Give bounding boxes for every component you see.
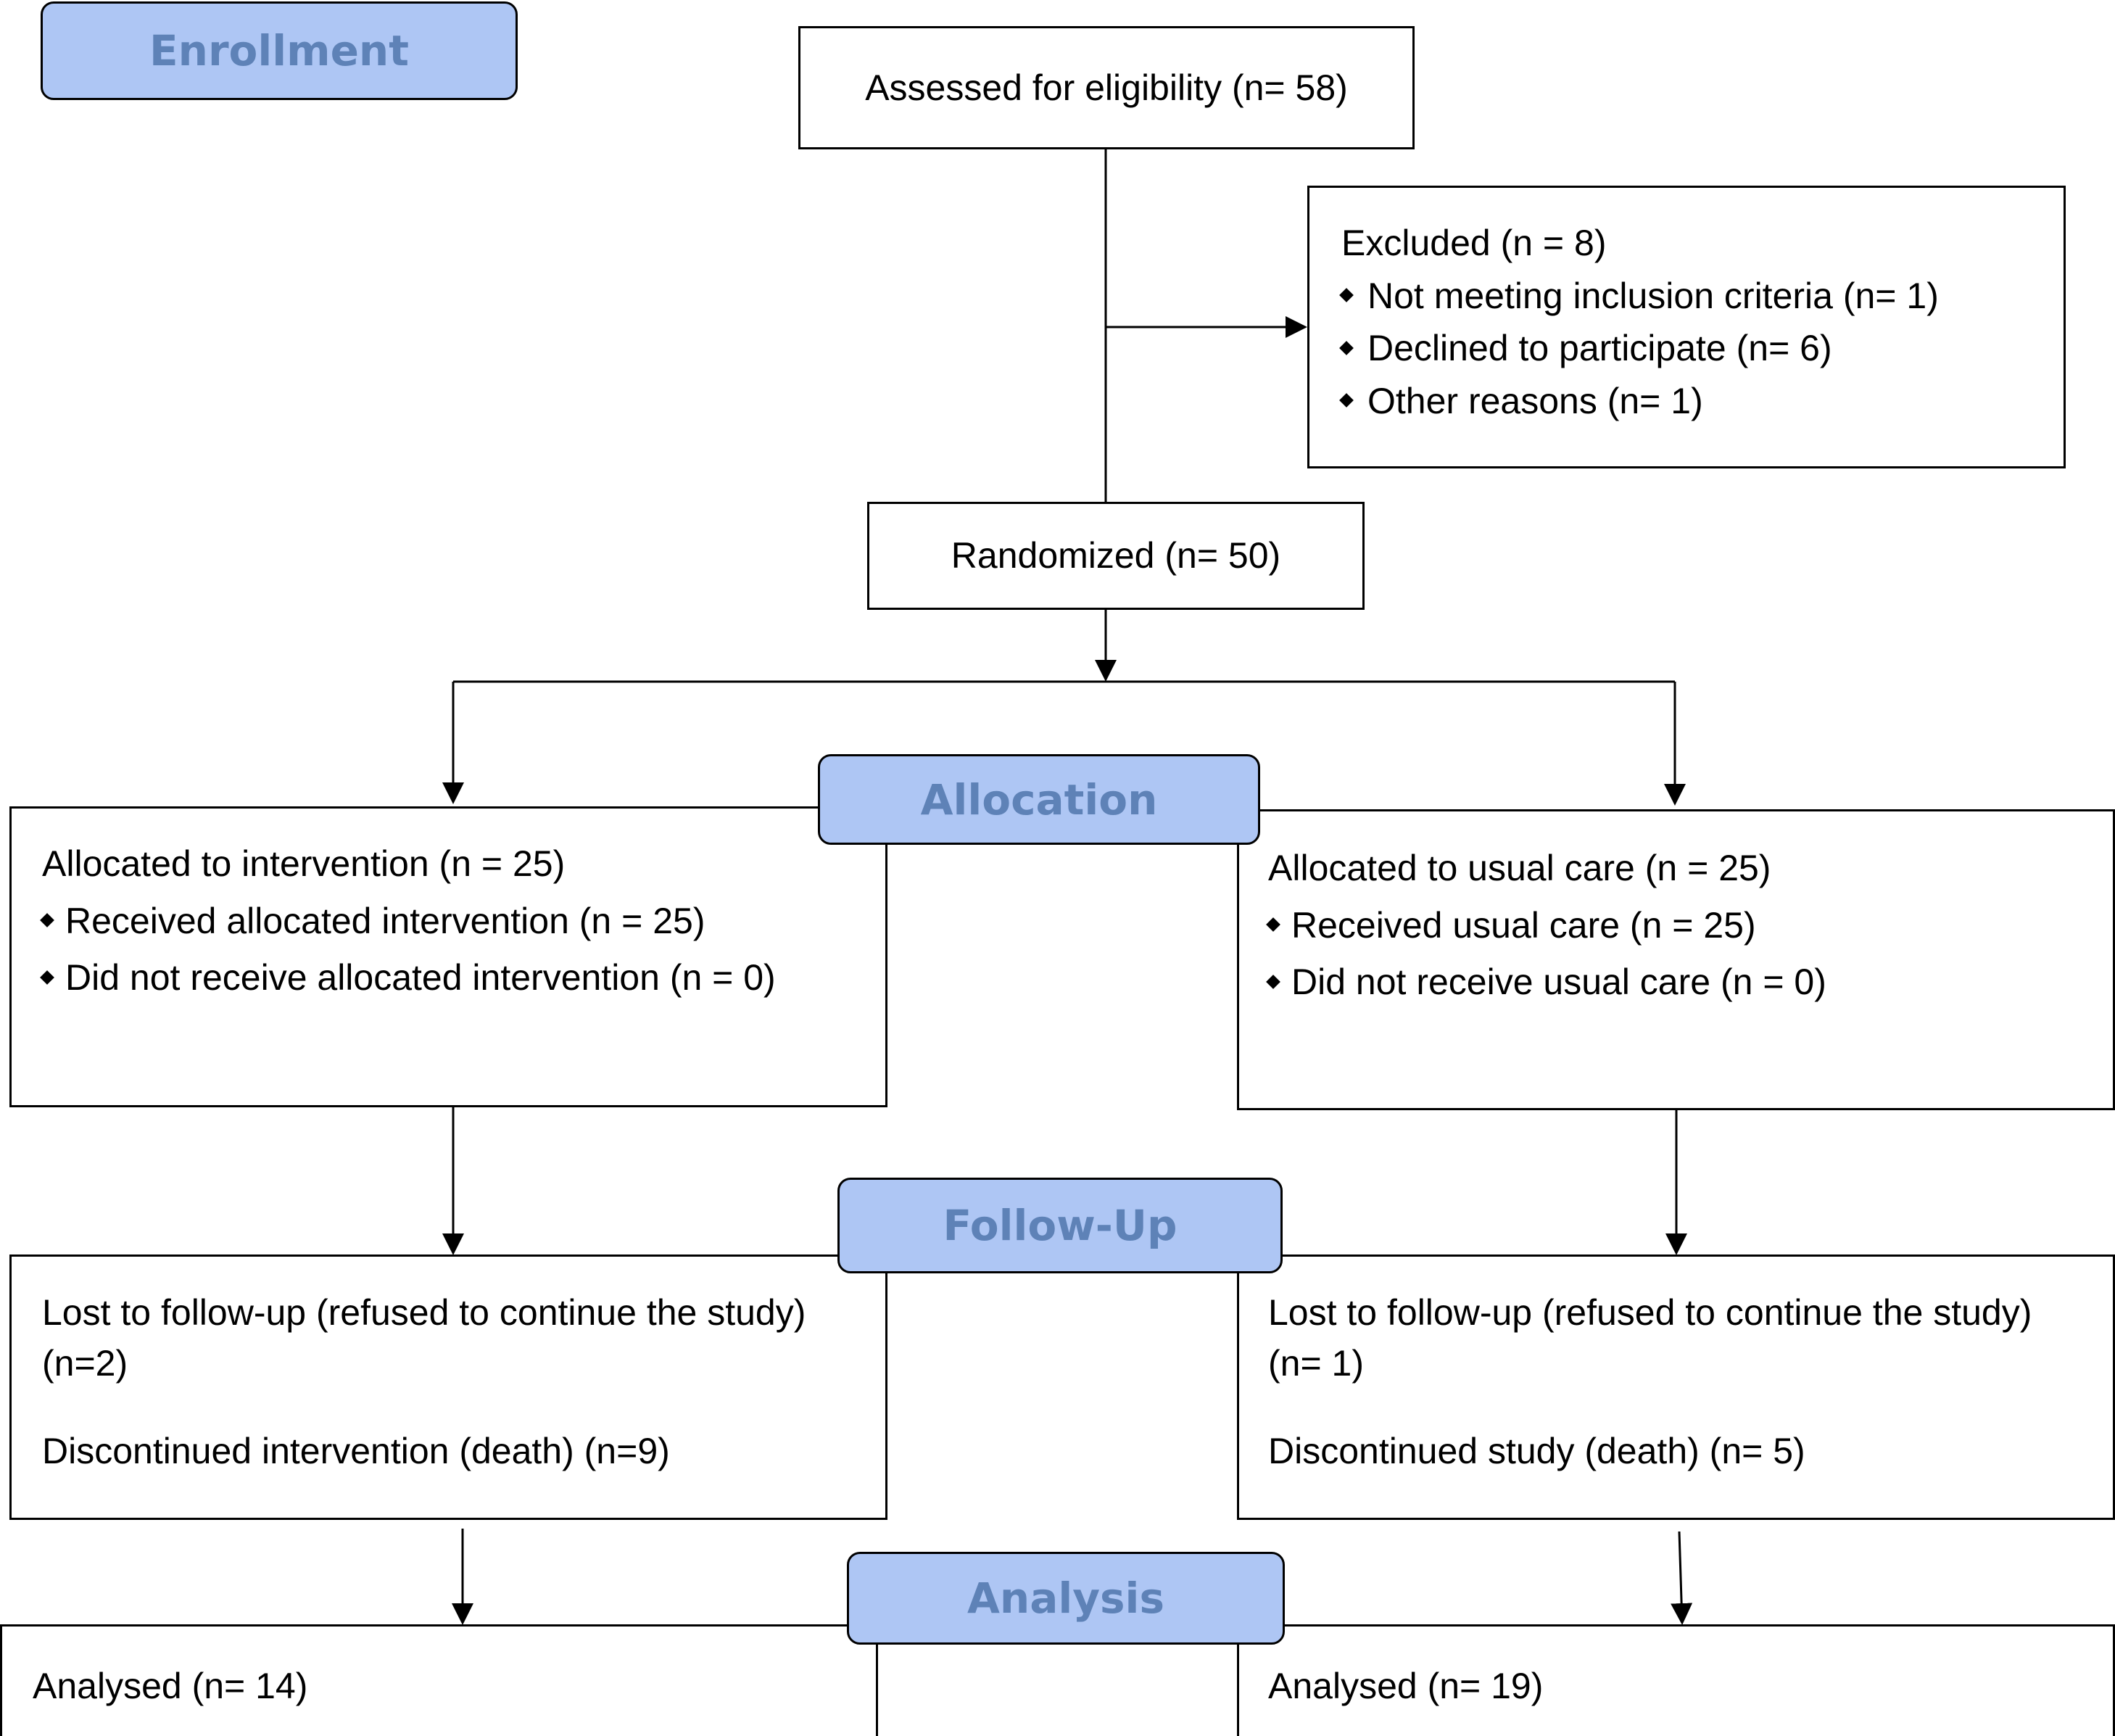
assessed-text: Assessed for eligibility (n= 58) [865, 67, 1348, 108]
excluded-box: Excluded (n = 8) Not meeting inclusion c… [1307, 186, 2066, 468]
allocation-left-item: Did not receive allocated intervention (… [40, 951, 885, 1004]
diamond-bullet-icon [40, 913, 54, 928]
follow-up-right-box: Lost to follow-up (refused to continue t… [1237, 1255, 2115, 1520]
excluded-title: Excluded (n = 8) [1341, 223, 1607, 263]
diamond-bullet-icon [1266, 974, 1280, 989]
analysis-right-box: Analysed (n= 19) [1237, 1624, 2115, 1736]
right-analysis-arrow [1671, 1531, 1693, 1625]
allocation-right-box: Allocated to usual care (n = 25) Receive… [1237, 809, 2115, 1110]
diamond-bullet-icon [1266, 917, 1280, 933]
excluded-item: Declined to participate (n= 6) [1339, 322, 2064, 375]
randomized-text: Randomized (n= 50) [951, 535, 1281, 576]
diamond-bullet-icon [1339, 288, 1354, 303]
allocation-left-box: Allocated to intervention (n = 25) Recei… [9, 806, 887, 1107]
analysis-left-box: Analysed (n= 14) [0, 1624, 878, 1736]
excluded-item: Other reasons (n= 1) [1339, 375, 2064, 428]
stage-allocation-label: Allocation [920, 774, 1158, 824]
assessed-box: Assessed for eligibility (n= 58) [798, 26, 1415, 149]
stage-analysis-label: Analysis [967, 1574, 1164, 1623]
follow-up-left-discontinued: Discontinued intervention (death) (n=9) [42, 1431, 670, 1471]
stage-follow-up-label: Follow-Up [943, 1201, 1177, 1250]
follow-up-right-lost: Lost to follow-up (refused to continue t… [1268, 1292, 2032, 1384]
follow-up-left-lost: Lost to follow-up (refused to continue t… [42, 1292, 806, 1384]
randomized-box: Randomized (n= 50) [867, 502, 1365, 610]
allocation-left-title: Allocated to intervention (n = 25) [42, 843, 566, 884]
stage-enrollment: Enrollment [41, 1, 518, 100]
excluded-item: Not meeting inclusion criteria (n= 1) [1339, 270, 2064, 323]
diamond-bullet-icon [40, 970, 54, 985]
stage-analysis: Analysis [847, 1552, 1285, 1645]
diamond-bullet-icon [1339, 340, 1354, 355]
follow-up-right-discontinued: Discontinued study (death) (n= 5) [1268, 1431, 1805, 1471]
allocation-right-item: Received usual care (n = 25) [1266, 899, 2113, 952]
stage-follow-up: Follow-Up [837, 1178, 1283, 1273]
analysis-right-text: Analysed (n= 19) [1268, 1666, 1544, 1706]
analysis-left-text: Analysed (n= 14) [33, 1666, 308, 1706]
allocation-left-item: Received allocated intervention (n = 25) [40, 895, 885, 948]
allocation-right-title: Allocated to usual care (n = 25) [1268, 848, 1771, 888]
allocation-right-item: Did not receive usual care (n = 0) [1266, 956, 2113, 1009]
stage-enrollment-label: Enrollment [149, 26, 409, 75]
diamond-bullet-icon [1339, 393, 1354, 408]
stage-allocation: Allocation [818, 754, 1260, 845]
follow-up-left-box: Lost to follow-up (refused to continue t… [9, 1255, 887, 1520]
